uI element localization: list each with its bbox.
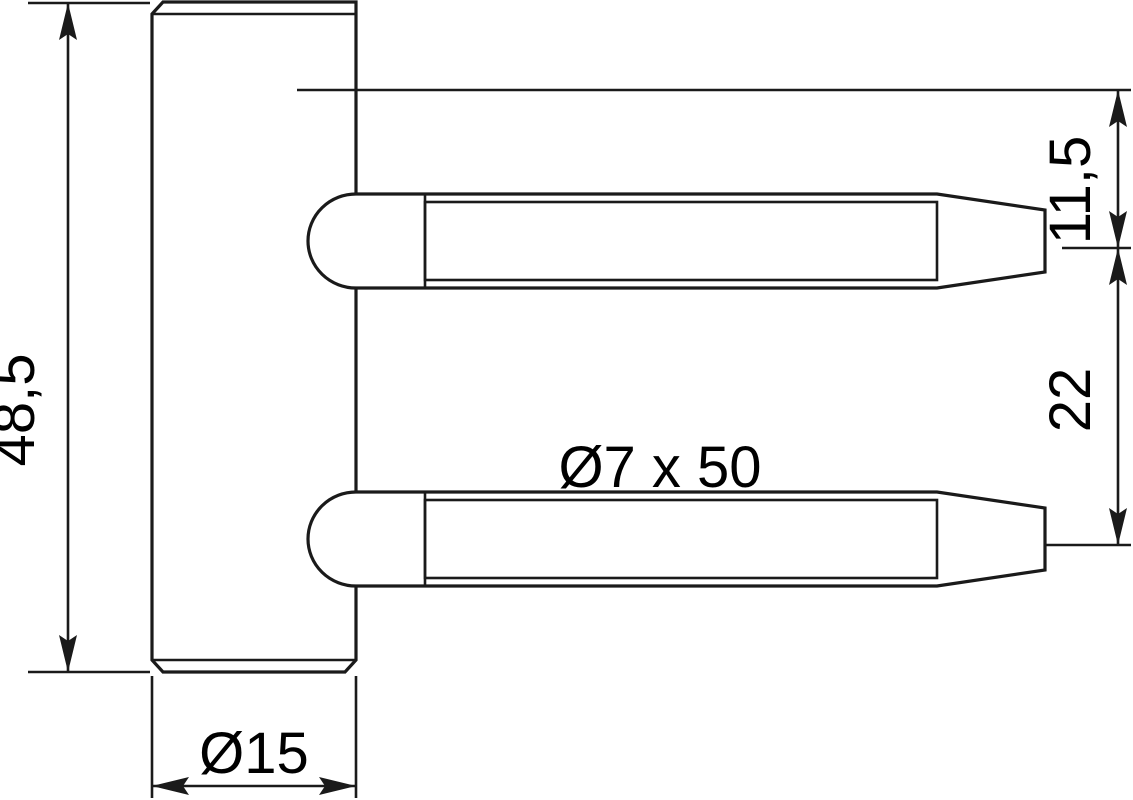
arrow-down-icon (1109, 508, 1127, 545)
dimension-overall-height (28, 1, 150, 674)
arrow-left-icon (152, 777, 189, 795)
upper-pin-inner-shaft (423, 200, 939, 282)
label-upper-offset: 11,5 (1038, 136, 1103, 245)
dimension-upper-offset (297, 88, 1131, 250)
dimension-pin-spacing (1045, 248, 1131, 547)
upper-pin (306, 192, 1047, 290)
label-pin-spacing: 22 (1038, 368, 1103, 433)
label-plate-width: Ø15 (199, 721, 309, 786)
lower-pin-inner-shaft (423, 498, 939, 580)
arrow-down-icon (1109, 211, 1127, 248)
arrow-up-icon (59, 3, 77, 40)
arrow-up-icon (1109, 90, 1127, 127)
label-pin-spec: Ø7 x 50 (558, 435, 761, 500)
arrow-up-icon (1109, 248, 1127, 285)
label-overall-height: 48,5 (0, 354, 47, 467)
arrow-right-icon (319, 777, 356, 795)
arrow-down-icon (59, 635, 77, 672)
lower-pin (306, 490, 1047, 588)
dimension-plate-width (150, 676, 358, 798)
